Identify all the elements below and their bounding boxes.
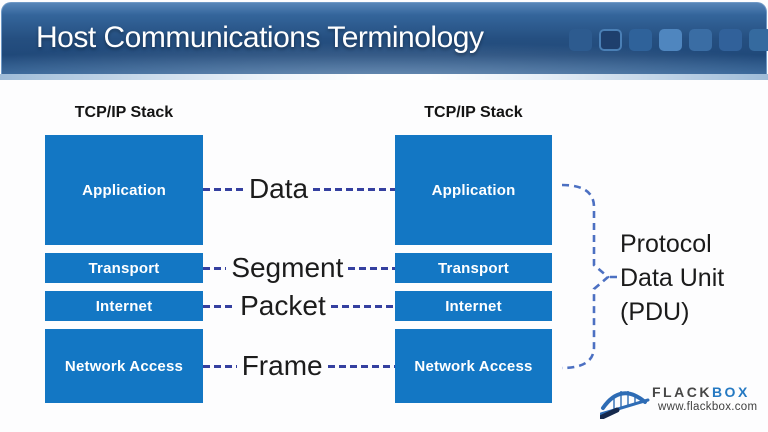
decorative-square: [569, 29, 592, 51]
decorative-square: [719, 29, 742, 51]
flackbox-url: www.flackbox.com: [658, 401, 758, 413]
flackbox-wordmark: FLACKBOX: [652, 384, 750, 400]
left-layer-application: Application: [45, 135, 203, 245]
connector-row-data: Data: [203, 169, 395, 209]
dashed-line: [330, 304, 395, 308]
decorative-square: [659, 29, 682, 51]
wordmark-flack: FLACK: [652, 384, 712, 400]
left-layer-internet: Internet: [45, 291, 203, 321]
decorative-square: [629, 29, 652, 51]
pdu-label-data: Data: [248, 173, 309, 204]
connector-row-frame: Frame: [203, 346, 395, 386]
left-stack-title: TCP/IP Stack: [74, 104, 174, 121]
bridge-icon: [600, 391, 650, 419]
right-layer-internet: Internet: [395, 291, 552, 321]
dashed-line: [313, 187, 395, 191]
right-layer-network-access: Network Access: [395, 329, 552, 403]
pdu-caption-line: (PDU): [620, 298, 690, 326]
decorative-square: [599, 29, 622, 51]
pdu-label-frame: Frame: [241, 350, 323, 381]
dashed-line: [203, 364, 237, 368]
wordmark-box: BOX: [711, 384, 750, 400]
decorative-square: [689, 29, 712, 51]
decorative-squares: [569, 29, 768, 51]
pdu-label-segment: Segment: [231, 252, 344, 283]
connector-row-segment: Segment: [203, 248, 395, 288]
dashed-line: [348, 266, 395, 270]
header-shine-divider: [0, 74, 768, 80]
right-layer-transport: Transport: [395, 253, 552, 283]
pdu-label-packet: Packet: [240, 290, 326, 321]
dashed-line: [327, 364, 395, 368]
left-layer-transport: Transport: [45, 253, 203, 283]
dashed-line: [203, 304, 236, 308]
dashed-line: [203, 266, 227, 270]
left-layer-network-access: Network Access: [45, 329, 203, 403]
right-stack-title: TCP/IP Stack: [424, 104, 523, 121]
dashed-line: [203, 187, 244, 191]
flackbox-logo: FLACKBOX www.flackbox.com: [598, 379, 766, 421]
pdu-caption-line: Data Unit: [620, 264, 725, 292]
pdu-caption-line: Protocol: [620, 230, 712, 258]
connector-row-packet: Packet: [203, 286, 395, 326]
slide-title: Host Communications Terminology: [36, 21, 484, 54]
right-tcpip-stack: Application Transport Internet Network A…: [395, 135, 552, 403]
left-tcpip-stack: Application Transport Internet Network A…: [45, 135, 203, 403]
right-layer-application: Application: [395, 135, 552, 245]
pdu-caption: Protocol Data Unit (PDU): [620, 227, 724, 329]
header-banner: Host Communications Terminology: [1, 2, 768, 74]
decorative-square: [749, 29, 768, 51]
pdu-bracket: [561, 183, 623, 370]
